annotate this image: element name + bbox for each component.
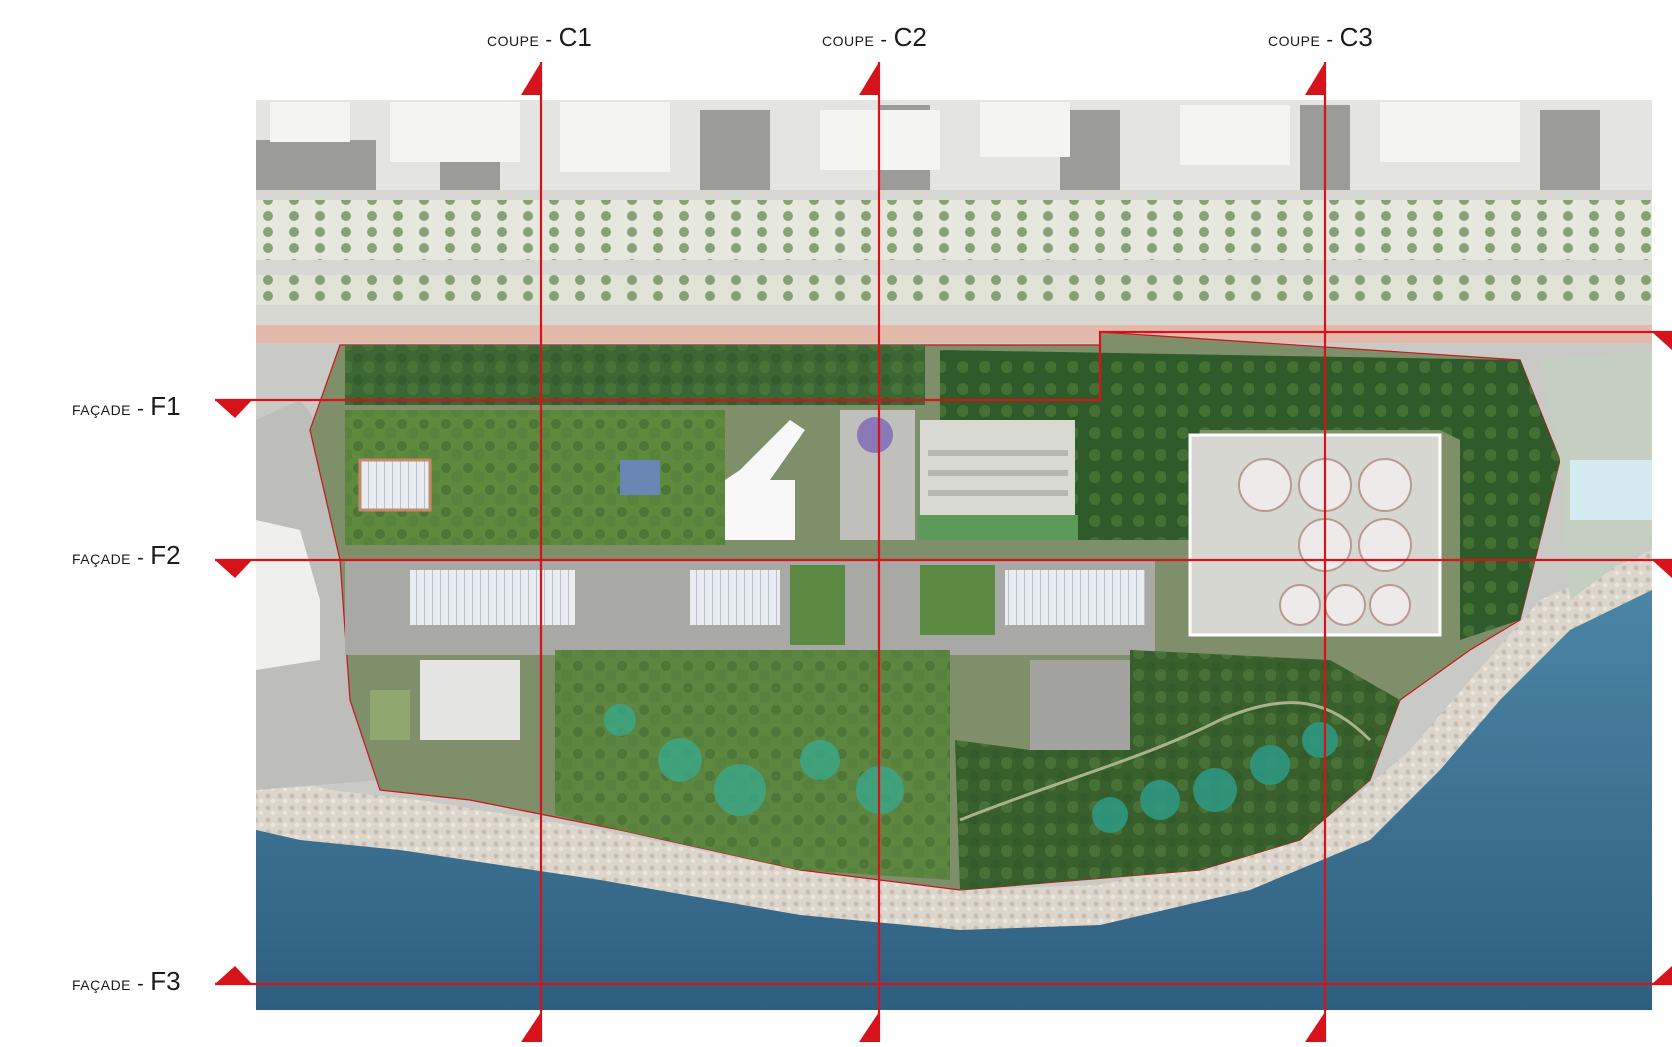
plaza-tree bbox=[857, 417, 893, 453]
sculpture-building bbox=[725, 420, 805, 540]
building-left-roof bbox=[358, 458, 432, 512]
section-arrow-bottom-c1 bbox=[521, 1012, 541, 1042]
section-arrow-top-c3 bbox=[1305, 62, 1325, 95]
facade-label-f2: FAÇADE - F2 bbox=[72, 540, 181, 570]
section-label-c2: COUPE - C2 bbox=[822, 22, 927, 52]
facade-arrow-left-f3 bbox=[215, 966, 252, 984]
promenade bbox=[256, 325, 1652, 343]
park-path bbox=[959, 701, 1372, 822]
section-arrow-top-c1 bbox=[521, 62, 541, 95]
south-west-block bbox=[420, 660, 520, 740]
facade-label-f1: FAÇADE - F1 bbox=[72, 391, 181, 421]
facade-arrow-left-f2 bbox=[215, 560, 252, 578]
section-arrow-bottom-c3 bbox=[1305, 1012, 1325, 1042]
pavilion bbox=[620, 460, 660, 495]
facade-line-f1 bbox=[215, 330, 1672, 402]
facade-arrow-right-f2 bbox=[1652, 560, 1672, 578]
parking-area bbox=[1030, 660, 1130, 750]
facade-arrow-right-f3 bbox=[1652, 966, 1672, 984]
section-arrow-top-c2 bbox=[859, 62, 879, 95]
section-label-c3: COUPE - C3 bbox=[1268, 22, 1373, 52]
section-arrow-bottom-c2 bbox=[859, 1012, 879, 1042]
facade-label-f3: FAÇADE - F3 bbox=[72, 966, 181, 996]
sea bbox=[256, 560, 1652, 1010]
aerial-map bbox=[256, 100, 1652, 1010]
facade-arrow-right-f1 bbox=[1652, 332, 1672, 350]
facade-arrow-left-f1 bbox=[215, 400, 252, 418]
cut-lines bbox=[215, 62, 1672, 1042]
section-label-c1: COUPE - C1 bbox=[487, 22, 592, 52]
